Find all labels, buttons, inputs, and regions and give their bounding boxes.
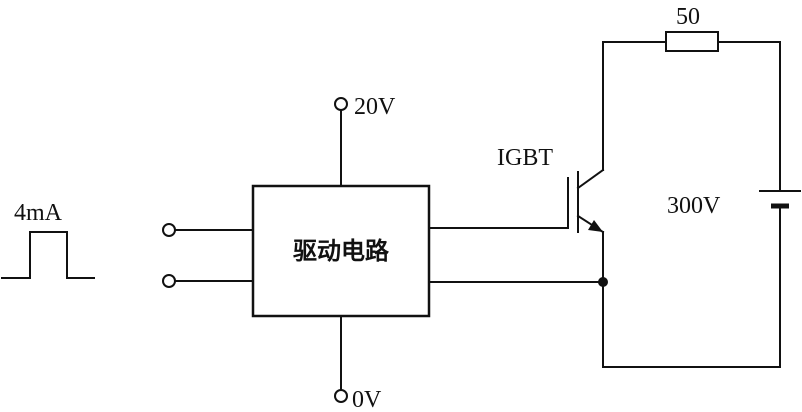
igbt-label: IGBT [497, 145, 553, 171]
supply-20v-label: 20V [354, 94, 396, 120]
collector-wire [602, 41, 667, 171]
pulse-current-label: 4mA [14, 200, 63, 226]
right-supply-wire [717, 41, 781, 192]
bottom-return-wire [602, 205, 781, 368]
supply-20v-terminal [334, 97, 348, 111]
supply-0v-terminal [334, 389, 348, 403]
battery-voltage-label: 300V [667, 193, 721, 219]
driver-circuit-label: 驱动电路 [293, 237, 390, 265]
igbt-symbol [567, 168, 605, 234]
input-terminal-bottom [162, 274, 176, 288]
emitter-junction-dot [598, 277, 608, 287]
input-terminal-top [162, 223, 176, 237]
battery-symbol [759, 190, 801, 209]
input-pulse-waveform [1, 231, 95, 279]
supply-0v-label: 0V [352, 387, 382, 412]
load-resistor [665, 31, 719, 52]
resistor-value-label: 50 [676, 4, 700, 30]
driver-circuit-block [251, 184, 431, 318]
gate-wire [428, 177, 569, 229]
